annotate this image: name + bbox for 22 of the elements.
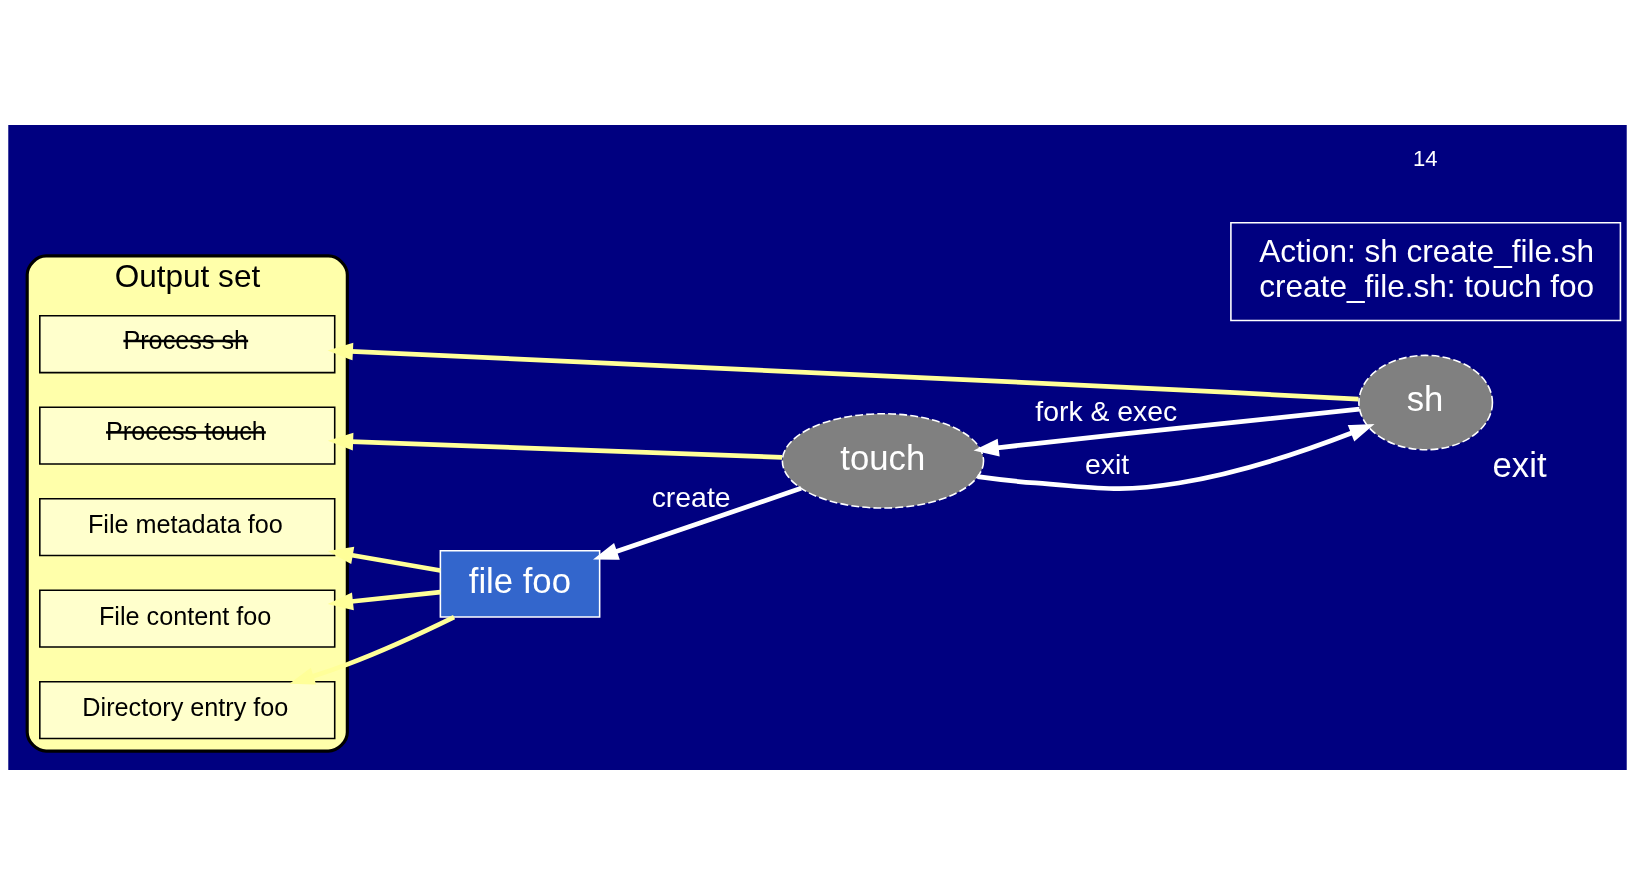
node-ellipse: touch xyxy=(781,412,985,509)
arrow xyxy=(327,546,441,573)
edge-label: exit xyxy=(1085,447,1130,480)
arrow xyxy=(593,485,802,560)
arrow xyxy=(327,342,1359,401)
arrow xyxy=(327,432,783,460)
node-box: Process sh xyxy=(39,314,336,373)
node-box: File content foo xyxy=(39,588,336,648)
arrow xyxy=(977,423,1375,491)
edge-label: create xyxy=(651,480,731,513)
arrow xyxy=(973,406,1360,456)
node-box: Action: sh create_file.sh create_file.sh: touch foo xyxy=(1230,221,1622,321)
label: 14 xyxy=(1413,145,1438,171)
node-box: file foo xyxy=(439,549,601,618)
node-box: File metadata foo xyxy=(39,497,336,556)
node-ellipse: sh xyxy=(1358,354,1494,450)
node-label: exit xyxy=(1492,445,1547,484)
arrow xyxy=(327,589,441,610)
node-box: Directory entry foo xyxy=(39,680,336,739)
arrow xyxy=(289,614,456,685)
edge-label: fork & exec xyxy=(1035,394,1178,427)
node-box: Process touch xyxy=(39,406,336,465)
